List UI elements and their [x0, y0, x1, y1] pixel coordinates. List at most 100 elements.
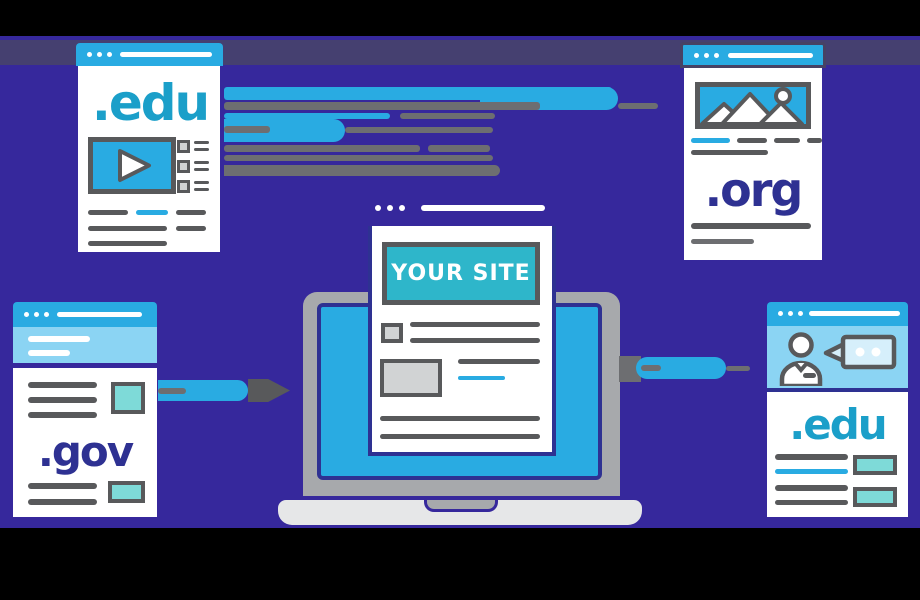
checkbox-icon: [177, 140, 190, 153]
text-line: [176, 210, 206, 215]
text-line: [428, 145, 490, 152]
text-line: [737, 138, 767, 143]
address-bar: [57, 312, 142, 317]
text-line: [380, 416, 540, 421]
text-line: [224, 102, 540, 110]
text-line: [400, 113, 495, 119]
domain-title: .gov: [37, 427, 134, 476]
text-line: [410, 338, 540, 343]
text-line: [194, 168, 209, 171]
domain-title: .edu: [91, 74, 210, 132]
text-line: [28, 350, 70, 356]
address-bar: [421, 205, 545, 211]
thumbnail: [108, 481, 145, 503]
text-line: [88, 241, 167, 246]
address-bar: [728, 53, 813, 58]
browser-dots-icon: [778, 311, 783, 316]
browser-dots-icon: [97, 52, 102, 57]
video-player-icon: [88, 137, 176, 194]
your-site-banner: YOUR SITE: [382, 242, 540, 305]
text-line: [345, 127, 493, 133]
browser-dots-icon: [387, 205, 393, 211]
text-line: [194, 141, 209, 144]
text-line: [224, 165, 500, 176]
text-line: [691, 150, 768, 155]
text-line: [28, 412, 97, 418]
play-icon: [118, 149, 151, 182]
domain-title: .org: [704, 163, 804, 217]
browser-dots-icon: [694, 53, 699, 58]
hero-banner: [767, 326, 908, 392]
page: YOUR SITE: [368, 226, 556, 456]
browser-dots-icon: [375, 205, 381, 211]
person-speech-icon: [779, 332, 897, 386]
text-line: [224, 113, 390, 119]
text-line: [410, 322, 540, 327]
browser-dots-icon: [44, 312, 49, 317]
text-line: [28, 382, 97, 388]
text-line: [28, 499, 97, 505]
image-placeholder-icon: [380, 359, 442, 397]
browser-dots-icon: [34, 312, 39, 317]
text-line: [158, 388, 186, 394]
browser-header: [13, 302, 157, 327]
text-line: [380, 434, 540, 439]
text-line: [224, 145, 420, 152]
speech-bubble-icon: [840, 334, 897, 370]
browser-header: [767, 302, 908, 326]
highlight-pill: [224, 119, 345, 142]
text-line: [726, 366, 750, 371]
browser-dots-icon: [107, 52, 112, 57]
browser-dots-icon: [714, 53, 719, 58]
hero-banner: [13, 327, 157, 363]
text-line: [194, 181, 209, 184]
text-line: [176, 226, 206, 231]
text-line: [136, 210, 168, 215]
text-line: [194, 148, 209, 151]
browser-dots-icon: [399, 205, 405, 211]
domain-title: .edu: [789, 400, 887, 449]
text-line: [224, 155, 493, 161]
thumbnail: [381, 323, 403, 343]
site-label: YOUR SITE: [391, 261, 531, 286]
text-line: [224, 87, 612, 100]
thumbnail: [853, 455, 897, 475]
image-placeholder-icon: [695, 82, 811, 129]
person-icon: [788, 332, 814, 358]
text-line: [691, 138, 730, 143]
link-line: [458, 376, 505, 380]
address-bar: [120, 52, 212, 57]
text-line: [774, 138, 800, 143]
text-line: [775, 485, 848, 491]
arrow-pill: [636, 357, 726, 379]
link-line: [775, 469, 848, 474]
text-line: [691, 239, 754, 244]
text-line: [691, 223, 811, 229]
browser-dots-icon: [24, 312, 29, 317]
text-line: [775, 454, 848, 460]
arrow-head-icon: [248, 379, 290, 402]
checkbox-icon: [177, 160, 190, 173]
browser-dots-icon: [704, 53, 709, 58]
text-line: [194, 188, 209, 191]
browser-dots-icon: [798, 311, 803, 316]
laptop-base-notch: [424, 500, 498, 512]
text-line: [775, 500, 848, 505]
purple-stage: .edu: [0, 36, 920, 528]
text-line: [28, 397, 97, 403]
arrow-head-icon: [619, 356, 641, 382]
mountains-icon: [700, 87, 804, 124]
text-line: [458, 359, 540, 364]
arrow-pill: [158, 380, 248, 401]
text-line: [88, 210, 128, 215]
browser-header: [680, 42, 826, 68]
thumbnail: [111, 382, 145, 414]
text-line: [641, 365, 661, 371]
text-line: [807, 138, 822, 143]
text-line: [194, 161, 209, 164]
browser-dots-icon: [788, 311, 793, 316]
thumbnail: [853, 487, 897, 507]
browser-header: [76, 43, 223, 66]
text-line: [618, 103, 658, 109]
